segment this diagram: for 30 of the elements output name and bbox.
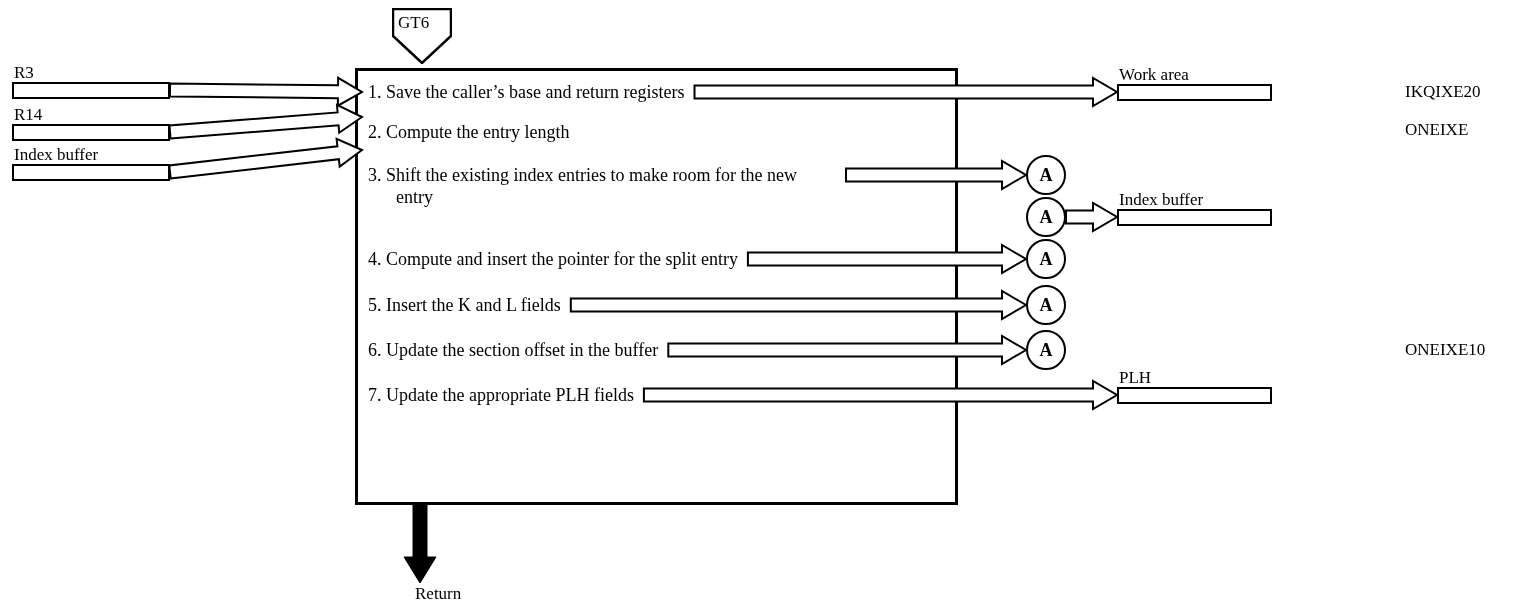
step-text: 2. Compute the entry length bbox=[368, 121, 570, 143]
box-label: Index buffer bbox=[14, 146, 99, 164]
box-label: R14 bbox=[14, 106, 43, 124]
arrow bbox=[845, 159, 1028, 191]
arrow bbox=[693, 76, 1119, 108]
box-label: PLH bbox=[1119, 369, 1152, 387]
arrow bbox=[569, 289, 1028, 321]
connector-label: GT6 bbox=[398, 13, 430, 33]
arrow bbox=[746, 243, 1028, 275]
step-text: 4. Compute and insert the pointer for the split entry bbox=[368, 248, 738, 270]
step-text: 7. Update the appropriate PLH fields bbox=[368, 384, 634, 406]
arrow bbox=[667, 334, 1028, 366]
return-label: Return bbox=[415, 583, 485, 605]
arrow bbox=[168, 103, 364, 140]
box-label: R3 bbox=[14, 64, 34, 82]
module-name: IKQIXE20 bbox=[1405, 82, 1481, 102]
module-name: ONEIXE10 bbox=[1405, 340, 1486, 360]
box-label: Work area bbox=[1119, 66, 1189, 84]
arrow bbox=[642, 379, 1119, 411]
arrow bbox=[168, 137, 364, 180]
thick-arrow bbox=[403, 504, 437, 584]
process-box bbox=[355, 68, 958, 505]
box-label: Index buffer bbox=[1119, 191, 1204, 209]
arrow bbox=[1065, 201, 1119, 233]
step-text: 1. Save the caller’s base and return registers bbox=[368, 81, 685, 103]
module-name: ONEIXE bbox=[1405, 120, 1469, 140]
step-text: 3. Shift the existing index entries to make room for the new entry bbox=[368, 164, 798, 208]
step-text: 6. Update the section offset in the buffer bbox=[368, 339, 659, 361]
arrow bbox=[168, 76, 364, 108]
step-text: 5. Insert the K and L fields bbox=[368, 294, 561, 316]
